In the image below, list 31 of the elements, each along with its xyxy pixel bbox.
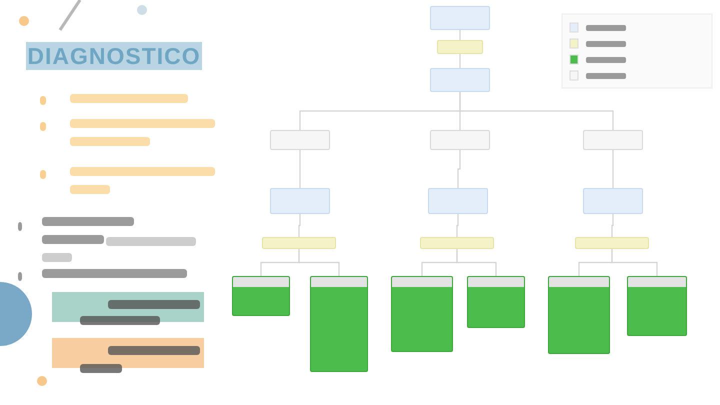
data-table: [391, 276, 453, 352]
connector-line: [298, 249, 340, 276]
box-shape: [420, 237, 494, 249]
connector-line: [459, 92, 614, 130]
connector-line: [299, 150, 301, 188]
connector-line: [459, 30, 461, 40]
connector-line: [298, 214, 301, 237]
box-shape: [583, 130, 643, 150]
connector-line: [612, 150, 614, 188]
connector-line: [456, 249, 497, 276]
box-shape: [270, 130, 330, 150]
connector-line: [456, 214, 459, 237]
box-shape: [575, 237, 649, 249]
title: DIAGNOSTICO: [26, 42, 202, 70]
data-table: [467, 276, 525, 328]
box-shape: [262, 237, 336, 249]
connector-line: [457, 150, 461, 188]
box-shape: [437, 40, 483, 54]
box-shape: [270, 188, 330, 214]
connector-line: [459, 54, 461, 68]
box-shape: [428, 188, 488, 214]
data-table: [627, 276, 687, 336]
data-table: [310, 276, 368, 372]
data-table: [232, 276, 290, 316]
box-shape: [583, 188, 643, 214]
box-shape: [430, 130, 490, 150]
connector-line: [611, 249, 658, 276]
data-table: [548, 276, 610, 354]
box-shape: [430, 68, 490, 92]
connector-line: [611, 214, 614, 237]
box-shape: [430, 6, 490, 30]
